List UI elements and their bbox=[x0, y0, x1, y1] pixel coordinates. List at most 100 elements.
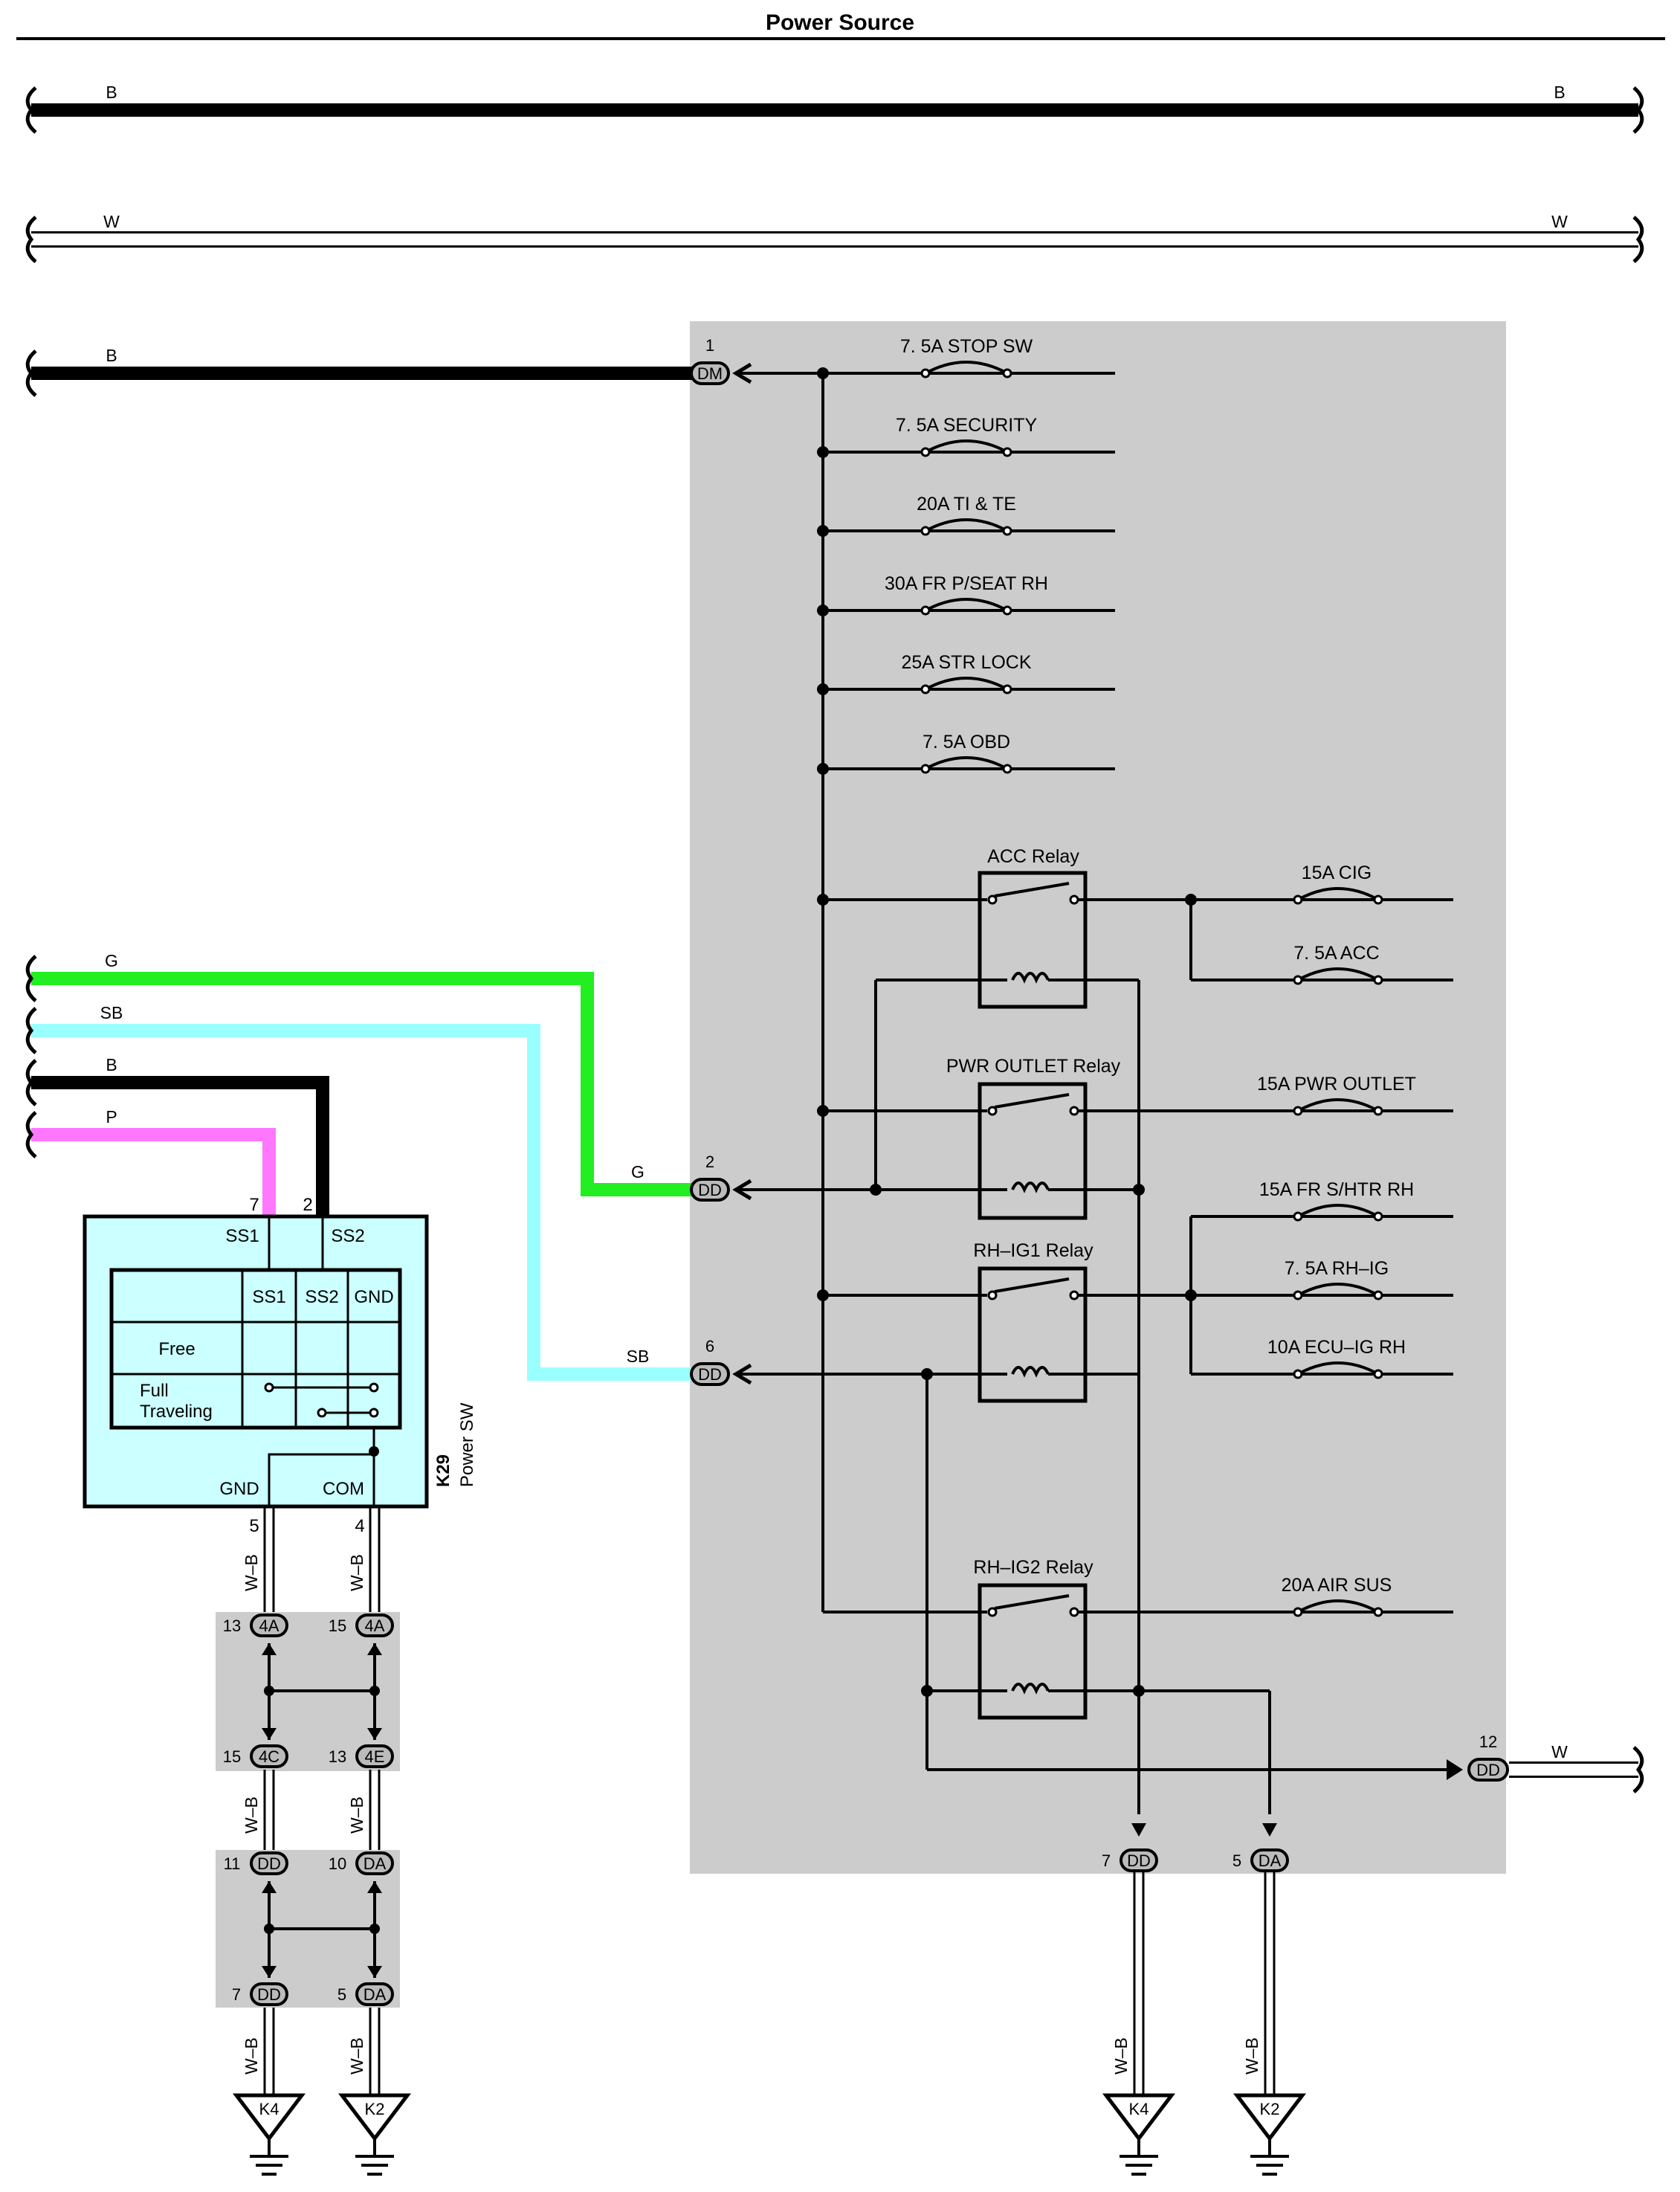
connector-da-5-left: 5 DA bbox=[337, 1982, 394, 2006]
acc-relay: ACC Relay bbox=[817, 846, 1453, 1814]
svg-text:W: W bbox=[1551, 1742, 1568, 1761]
svg-text:DD: DD bbox=[1476, 1761, 1500, 1779]
svg-text:DA: DA bbox=[364, 1854, 387, 1873]
ground-k4-right: K4 bbox=[1102, 2093, 1176, 2176]
svg-text:7. 5A OBD: 7. 5A OBD bbox=[923, 732, 1010, 752]
svg-text:13: 13 bbox=[223, 1616, 241, 1635]
fuse-security: 7. 5A SECURITY bbox=[817, 415, 1115, 458]
svg-text:B: B bbox=[106, 1055, 117, 1074]
svg-text:W–B: W–B bbox=[1242, 2037, 1261, 2075]
svg-text:12: 12 bbox=[1479, 1732, 1497, 1751]
svg-text:20A AIR SUS: 20A AIR SUS bbox=[1282, 1575, 1392, 1596]
ground-k2-right: K2 bbox=[1232, 2093, 1307, 2176]
svg-text:DA: DA bbox=[1259, 1851, 1282, 1870]
connector-dd6: 6 DD bbox=[690, 1337, 752, 1386]
svg-text:DD: DD bbox=[698, 1181, 722, 1199]
connector-dd2: 2 DD bbox=[690, 1153, 752, 1202]
svg-text:K2: K2 bbox=[1260, 2100, 1280, 2118]
wire-sb: SB SB bbox=[25, 1003, 695, 1381]
svg-text:11: 11 bbox=[224, 1854, 241, 1873]
svg-text:DM: DM bbox=[697, 364, 723, 383]
dd12-line bbox=[927, 1759, 1463, 1780]
b-feed-wire: B bbox=[25, 346, 695, 397]
svg-text:SB: SB bbox=[100, 1003, 123, 1022]
svg-text:7. 5A SECURITY: 7. 5A SECURITY bbox=[896, 415, 1038, 436]
svg-text:15: 15 bbox=[329, 1616, 346, 1635]
svg-text:W–B: W–B bbox=[242, 2037, 261, 2075]
svg-text:SS2: SS2 bbox=[331, 1226, 364, 1246]
svg-text:2: 2 bbox=[303, 1195, 312, 1215]
top-w-right-label: W bbox=[1551, 212, 1568, 231]
svg-text:10: 10 bbox=[329, 1854, 346, 1873]
svg-text:W–B: W–B bbox=[347, 1554, 366, 1591]
connector-4a-13: 13 4A bbox=[223, 1614, 288, 1637]
svg-text:7. 5A STOP SW: 7. 5A STOP SW bbox=[900, 336, 1033, 357]
fuse-fr-shtr: 15A FR S/HTR RH bbox=[1189, 1179, 1453, 1374]
w-output-wire: W bbox=[1509, 1742, 1644, 1793]
top-wire-w: W W bbox=[25, 212, 1644, 263]
svg-text:P: P bbox=[106, 1107, 117, 1126]
svg-text:5: 5 bbox=[1232, 1851, 1241, 1870]
fuse-acc: 7. 5A ACC bbox=[1189, 900, 1453, 985]
svg-text:DD: DD bbox=[698, 1365, 722, 1384]
svg-text:GND: GND bbox=[219, 1479, 259, 1499]
svg-text:1: 1 bbox=[705, 336, 714, 355]
svg-text:30A FR P/SEAT RH: 30A FR P/SEAT RH bbox=[885, 573, 1048, 594]
svg-text:20A TI & TE: 20A TI & TE bbox=[917, 494, 1016, 515]
dd2-line bbox=[736, 1184, 1007, 1196]
svg-text:15A PWR OUTLET: 15A PWR OUTLET bbox=[1257, 1074, 1416, 1095]
connector-dd12: 12 DD bbox=[1467, 1732, 1509, 1782]
left-ground-harness: W–B W–B W–B W–B W–B W–B bbox=[216, 1506, 400, 2095]
fuse-stop-sw: 7. 5A STOP SW bbox=[817, 336, 1033, 379]
fuse-str-lock: 25A STR LOCK bbox=[817, 652, 1115, 695]
svg-text:W–B: W–B bbox=[1111, 2037, 1131, 2075]
svg-text:SS1: SS1 bbox=[225, 1226, 259, 1246]
svg-text:4E: 4E bbox=[365, 1747, 385, 1766]
svg-text:4: 4 bbox=[355, 1516, 364, 1536]
svg-text:W–B: W–B bbox=[242, 1796, 261, 1834]
rh-ig2-relay: RH–IG2 Relay bbox=[823, 1557, 1453, 1814]
dd6-line bbox=[736, 1368, 1007, 1770]
svg-text:7. 5A ACC: 7. 5A ACC bbox=[1293, 943, 1379, 964]
connector-4e-13: 13 4E bbox=[329, 1744, 394, 1768]
svg-text:Full: Full bbox=[140, 1381, 169, 1401]
svg-text:K4: K4 bbox=[1129, 2100, 1149, 2118]
svg-text:4A: 4A bbox=[365, 1616, 385, 1635]
svg-text:G: G bbox=[105, 951, 118, 970]
fuse-rh-ig: 7. 5A RH–IG bbox=[1285, 1258, 1389, 1300]
ground-k2-left: K2 bbox=[337, 2093, 412, 2176]
rh-ig1-relay: RH–IG1 Relay bbox=[817, 1240, 1453, 1403]
svg-text:5: 5 bbox=[249, 1516, 259, 1536]
svg-text:13: 13 bbox=[329, 1747, 346, 1766]
top-w-left-label: W bbox=[103, 212, 120, 231]
connector-da-5-right: 5 DA bbox=[1232, 1848, 1289, 1872]
svg-text:DD: DD bbox=[257, 1854, 281, 1873]
svg-text:K4: K4 bbox=[259, 2100, 280, 2118]
svg-text:25A STR LOCK: 25A STR LOCK bbox=[901, 652, 1031, 673]
svg-text:W–B: W–B bbox=[347, 2037, 366, 2075]
svg-text:7: 7 bbox=[1102, 1851, 1111, 1870]
switch-name: Power SW bbox=[457, 1402, 477, 1487]
right-ground-harness: W–B W–B bbox=[1111, 1823, 1277, 2095]
power-switch-k29: 7 2 SS1 SS2 SS1 SS2 GND Free Full Travel… bbox=[83, 1195, 477, 1536]
svg-text:RH–IG2 Relay: RH–IG2 Relay bbox=[973, 1557, 1093, 1578]
svg-text:2: 2 bbox=[705, 1153, 714, 1171]
svg-text:Free: Free bbox=[158, 1339, 195, 1359]
pwr-outlet-relay: PWR OUTLET Relay bbox=[817, 1056, 1453, 1220]
svg-text:SB: SB bbox=[627, 1347, 650, 1366]
connector-dd-7-right: 7 DD bbox=[1102, 1848, 1158, 1872]
wire-b-switch: B bbox=[25, 1055, 329, 1216]
svg-text:7. 5A RH–IG: 7. 5A RH–IG bbox=[1285, 1258, 1389, 1279]
fuse-pwr-outlet: 15A PWR OUTLET bbox=[1257, 1074, 1416, 1116]
svg-text:DA: DA bbox=[364, 1985, 387, 2004]
svg-text:6: 6 bbox=[705, 1337, 714, 1356]
fuse-obd: 7. 5A OBD bbox=[817, 732, 1115, 775]
svg-text:Traveling: Traveling bbox=[140, 1402, 213, 1422]
switch-code: K29 bbox=[433, 1454, 453, 1487]
svg-text:5: 5 bbox=[337, 1985, 346, 2004]
svg-text:K2: K2 bbox=[365, 2100, 385, 2118]
svg-text:4C: 4C bbox=[259, 1747, 280, 1766]
svg-text:PWR OUTLET Relay: PWR OUTLET Relay bbox=[946, 1056, 1121, 1077]
diagram-title: Power Source bbox=[766, 10, 914, 35]
svg-text:ACC Relay: ACC Relay bbox=[987, 846, 1079, 867]
